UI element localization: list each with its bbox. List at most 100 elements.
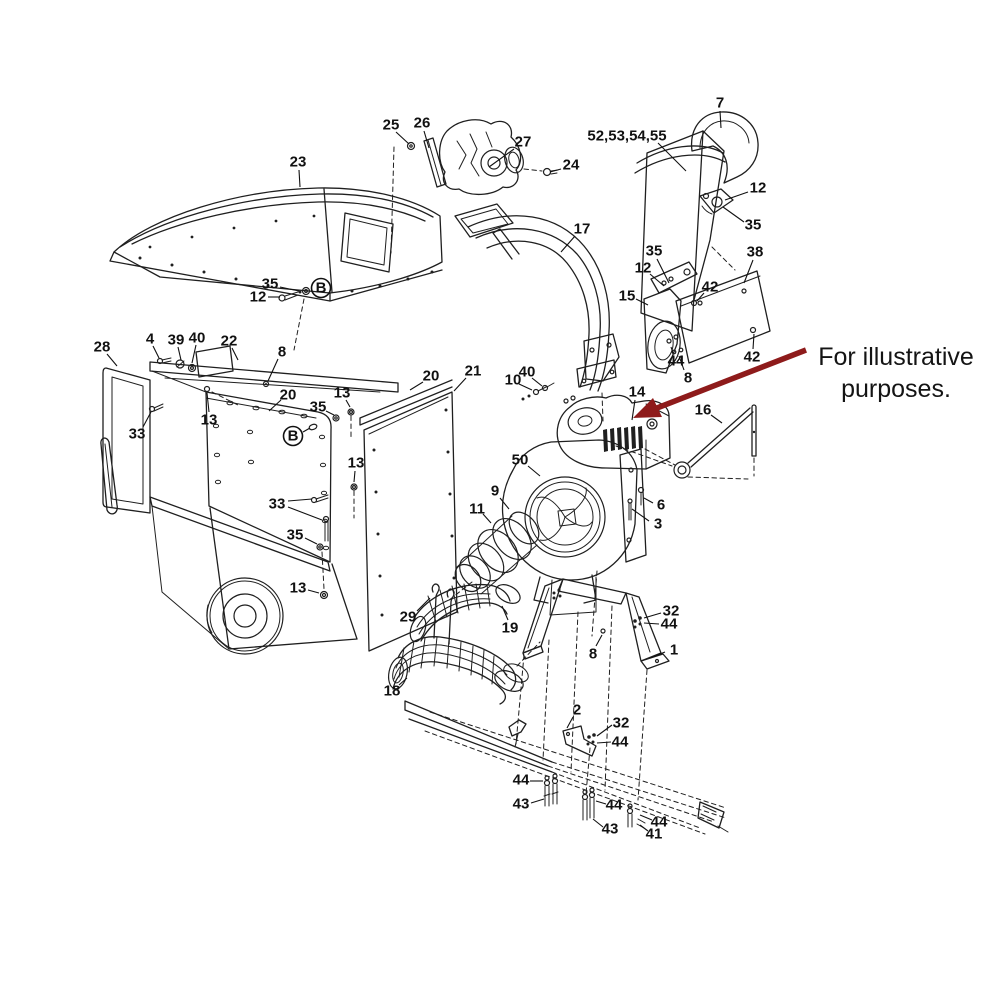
leader-line bbox=[724, 191, 749, 201]
part-number-label: 1 bbox=[670, 642, 678, 659]
alignment-dashes bbox=[515, 570, 648, 801]
leader-line bbox=[177, 346, 182, 361]
part-number-label: 17 bbox=[574, 221, 591, 238]
leader-line bbox=[409, 381, 424, 391]
part-number-label: 43 bbox=[602, 821, 619, 838]
part-number-label: 25 bbox=[383, 117, 400, 134]
leader-line bbox=[287, 498, 313, 502]
illustrative-note-line2: purposes. bbox=[841, 375, 951, 403]
part-number-label: 8 bbox=[278, 344, 286, 361]
part-number-label: 10 bbox=[505, 372, 522, 389]
leader-line bbox=[696, 292, 705, 302]
part-number-label: 12 bbox=[250, 289, 267, 306]
leader-line bbox=[527, 465, 541, 477]
part-number-label: 23 bbox=[290, 154, 307, 171]
part-number-label: 44 bbox=[513, 772, 530, 789]
part-number-label: 16 bbox=[695, 402, 712, 419]
upper-chute-part bbox=[634, 111, 759, 332]
callout-circle bbox=[282, 425, 304, 447]
part-number-label: 52,53,54,55 bbox=[587, 128, 666, 145]
part-number-label: 4 bbox=[146, 331, 155, 348]
leader-line bbox=[649, 651, 666, 659]
part-number-label: 32 bbox=[613, 715, 630, 732]
lift-handle-part bbox=[615, 404, 757, 480]
part-number-label: 44 bbox=[612, 734, 629, 751]
leader-line bbox=[649, 273, 665, 287]
leader-line bbox=[595, 634, 603, 647]
hoses-part bbox=[387, 583, 529, 705]
part-number-label: 29 bbox=[400, 609, 417, 626]
callout-circle bbox=[310, 277, 332, 299]
stand-part bbox=[522, 578, 670, 757]
leader-line bbox=[549, 168, 562, 173]
part-number-label: 44 bbox=[606, 797, 623, 814]
leader-line bbox=[267, 358, 279, 382]
part-number-label: 9 bbox=[491, 483, 499, 500]
part-number-label: 38 bbox=[747, 244, 764, 261]
part-number-label: 13 bbox=[348, 455, 365, 472]
part-number-label: 13 bbox=[201, 412, 218, 429]
leader-line bbox=[560, 235, 576, 253]
part-number-label: 44 bbox=[651, 814, 668, 831]
leader-line bbox=[710, 414, 723, 424]
part-number-label: 24 bbox=[563, 157, 580, 174]
leader-line bbox=[398, 677, 408, 686]
part-number-label: 20 bbox=[423, 368, 440, 385]
part-number-label: 28 bbox=[94, 339, 111, 356]
blower-housing-part bbox=[447, 439, 638, 667]
shredder-housing-part bbox=[390, 119, 559, 254]
part-number-label: 18 bbox=[384, 683, 401, 700]
part-number-label: 50 bbox=[512, 452, 529, 469]
leader-line bbox=[345, 399, 351, 408]
leader-line bbox=[302, 427, 311, 433]
part-number-label: 15 bbox=[619, 288, 636, 305]
part-number-label: 12 bbox=[635, 260, 652, 277]
hood-part bbox=[109, 187, 443, 302]
leader-line bbox=[416, 597, 431, 612]
leader-line bbox=[307, 589, 320, 594]
leader-line bbox=[531, 377, 543, 387]
leader-line bbox=[191, 344, 197, 364]
leader-line bbox=[325, 410, 335, 416]
leader-line bbox=[743, 259, 754, 284]
leader-line bbox=[530, 798, 545, 804]
part-number-label: 8 bbox=[589, 646, 597, 663]
box-assembly-part bbox=[100, 298, 458, 655]
leader-line bbox=[670, 346, 674, 354]
leader-line bbox=[592, 818, 604, 828]
leader-line bbox=[279, 286, 300, 292]
leader-line bbox=[596, 724, 613, 737]
part-number-label: 26 bbox=[414, 115, 431, 132]
part-number-label: 44 bbox=[661, 616, 678, 633]
leader-line bbox=[353, 470, 356, 483]
leader-line bbox=[268, 399, 282, 412]
part-number-label: 11 bbox=[469, 501, 485, 518]
part-number-label: 19 bbox=[502, 620, 519, 637]
part-number-label: 8 bbox=[684, 370, 692, 387]
part-number-label: 35 bbox=[287, 527, 304, 544]
leader-line bbox=[657, 142, 687, 172]
part-number-label: 43 bbox=[513, 796, 530, 813]
leader-line bbox=[631, 399, 636, 421]
leader-line bbox=[287, 506, 323, 521]
leader-line bbox=[566, 716, 574, 729]
part-number-label: 12 bbox=[750, 180, 767, 197]
leader-line bbox=[231, 347, 239, 361]
leader-line bbox=[518, 383, 533, 391]
part-number-label: 44 bbox=[668, 353, 685, 370]
part-number-label: 41 bbox=[646, 826, 663, 843]
part-number-label: 40 bbox=[189, 330, 206, 347]
leader-line bbox=[106, 353, 118, 367]
leader-line bbox=[635, 298, 649, 306]
part-number-label: 27 bbox=[515, 134, 532, 151]
rails-part bbox=[404, 700, 729, 835]
leader-line bbox=[719, 110, 722, 129]
part-number-label: 35 bbox=[745, 217, 762, 234]
part-number-label: 40 bbox=[519, 364, 536, 381]
leader-line bbox=[643, 497, 654, 504]
part-number-label: 35 bbox=[646, 243, 663, 260]
part-number-label: 21 bbox=[465, 363, 482, 380]
part-number-label: B bbox=[316, 280, 327, 297]
leader-line bbox=[423, 130, 430, 149]
part-number-label: 33 bbox=[129, 426, 146, 443]
